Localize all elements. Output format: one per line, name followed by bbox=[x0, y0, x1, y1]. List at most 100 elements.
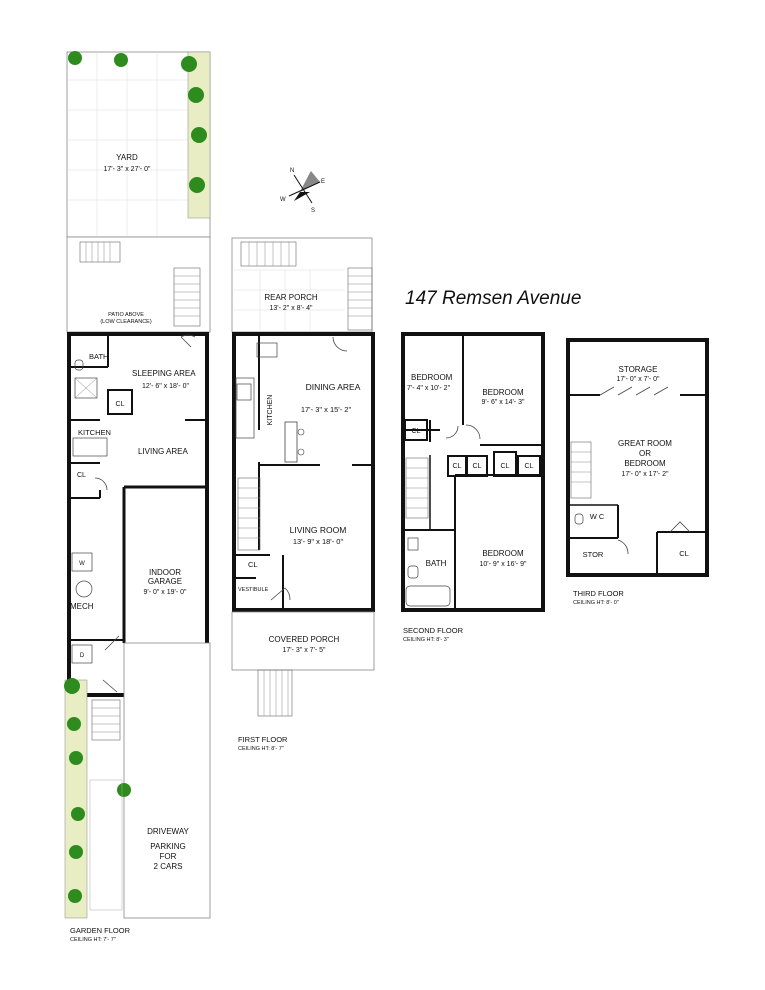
rear-porch-label: REAR PORCH bbox=[264, 293, 318, 302]
dryer-icon bbox=[71, 644, 93, 664]
rear-porch-area bbox=[231, 237, 373, 333]
sleeping-area-dimensions: 12'- 6" x 18'- 0" bbox=[142, 383, 189, 390]
patio-clearance-label: (LOW CLEARANCE) bbox=[100, 319, 152, 325]
bedroom-2-dimensions: 9'- 6" x 14'- 3" bbox=[481, 399, 525, 406]
second-closet-d bbox=[493, 451, 517, 477]
compass-north-label: N bbox=[290, 168, 294, 174]
driveway-parking-label: PARKING bbox=[150, 842, 185, 851]
garden-door-swing-3 bbox=[102, 635, 120, 693]
second-floor-walls bbox=[401, 332, 545, 612]
front-shrubs bbox=[64, 678, 131, 903]
yard-area bbox=[66, 51, 211, 238]
bedroom-3-label: BEDROOM bbox=[482, 549, 524, 558]
first-kitchen-fridge-icon bbox=[256, 342, 278, 358]
garden-floor-ceiling: CEILING HT: 7'- 7" bbox=[70, 937, 116, 943]
first-closet-label: CL bbox=[248, 560, 258, 569]
third-floor-walls bbox=[566, 338, 709, 577]
yard-dimensions: 17'- 3" x 27'- 0" bbox=[104, 166, 151, 173]
garden-closet-label: CL bbox=[77, 472, 86, 479]
garden-floor-plan: YARD 17'- 3" x 27'- 0" PATIO ABOVE (LOW … bbox=[64, 51, 211, 943]
front-planter bbox=[64, 679, 88, 919]
closet-a-label: CL bbox=[412, 428, 421, 435]
compass-west-label: W bbox=[280, 197, 286, 203]
second-bath-sink-icon bbox=[407, 537, 419, 551]
garage-dimensions: 9'- 0" x 19'- 0" bbox=[143, 589, 187, 596]
bedroom-2-label: BEDROOM bbox=[482, 388, 524, 397]
third-floor-title: THIRD FLOOR bbox=[573, 589, 624, 598]
driveway-cars-label: 2 CARS bbox=[154, 862, 183, 871]
closet-d-label: CL bbox=[501, 463, 510, 470]
driveway-for-label: FOR bbox=[160, 852, 177, 861]
yard-label: YARD bbox=[116, 153, 138, 162]
second-closet-a bbox=[404, 419, 428, 441]
first-floor-ceiling: CEILING HT: 8'- 7" bbox=[238, 746, 284, 752]
front-stair bbox=[91, 699, 121, 741]
boiler-icon bbox=[75, 580, 93, 598]
third-floor-ceiling: CEILING HT: 8'- 0" bbox=[573, 600, 619, 606]
first-kitchen-counter bbox=[235, 377, 255, 439]
yard-shrubs bbox=[68, 51, 207, 193]
garden-door-swing bbox=[180, 334, 196, 348]
garden-kitchen-counter bbox=[72, 437, 108, 457]
second-bath-toilet-icon bbox=[407, 565, 419, 579]
front-walk bbox=[89, 779, 123, 911]
second-floor-ceiling: CEILING HT: 8'- 3" bbox=[403, 637, 449, 643]
closet-e-label: CL bbox=[525, 463, 534, 470]
garage-label-2: GARAGE bbox=[148, 577, 182, 586]
patio-stair-right bbox=[173, 267, 201, 327]
dining-area-dimensions: 17'- 3" x 15'- 2" bbox=[301, 405, 352, 414]
garage-label: INDOOR bbox=[149, 568, 181, 577]
front-stoop bbox=[257, 669, 293, 717]
bedroom-3-dimensions: 10'- 9" x 16'- 9" bbox=[480, 561, 527, 568]
third-floor-door-swing bbox=[617, 521, 691, 555]
water-heater-icon bbox=[71, 552, 93, 572]
closet-b-label: CL bbox=[453, 463, 462, 470]
first-floor-door-swing-2 bbox=[270, 587, 291, 601]
garden-kitchen-label: KITCHEN bbox=[78, 428, 111, 437]
sleeping-area-label: SLEEPING AREA bbox=[132, 369, 196, 378]
second-floor-plan: BEDROOM 7'- 4" x 10'- 2" BEDROOM 9'- 6" … bbox=[401, 332, 545, 643]
third-closet-label: CL bbox=[679, 549, 689, 558]
garden-bath-shower-icon bbox=[74, 377, 98, 399]
first-floor-walls bbox=[232, 332, 375, 612]
sleeping-closet-label: CL bbox=[116, 401, 125, 408]
compass-east-label: E bbox=[321, 179, 325, 185]
dryer-label: D bbox=[80, 653, 85, 659]
first-kitchen-label: KITCHEN bbox=[267, 395, 274, 426]
storage-label: STORAGE bbox=[619, 365, 658, 374]
yard-paving-grid bbox=[67, 52, 188, 237]
dining-area-label: DINING AREA bbox=[306, 382, 361, 392]
stor-label: STOR bbox=[583, 550, 604, 559]
patio-label: PATIO ABOVE bbox=[108, 312, 144, 318]
attic-access-doors bbox=[599, 386, 669, 396]
first-floor-plan: REAR PORCH 13'- 2" x 8'- 4" KITCHEN bbox=[231, 237, 375, 752]
second-floor-title: SECOND FLOOR bbox=[403, 626, 464, 635]
garden-door-swing-2 bbox=[94, 477, 108, 491]
driveway-area bbox=[123, 642, 211, 919]
covered-porch-label: COVERED PORCH bbox=[269, 635, 340, 644]
garden-bath-label: BATH bbox=[89, 352, 108, 361]
address-title: 147 Remsen Avenue bbox=[405, 288, 581, 309]
garden-floor-title: GARDEN FLOOR bbox=[70, 926, 131, 935]
second-closet-e bbox=[517, 455, 541, 477]
driveway-label: DRIVEWAY bbox=[147, 827, 189, 836]
compass-south-label: S bbox=[311, 208, 315, 214]
kitchen-island bbox=[284, 421, 298, 463]
rear-porch-dimensions: 13'- 2" x 8'- 4" bbox=[269, 305, 313, 312]
bedroom-1-label: BEDROOM bbox=[411, 373, 453, 382]
garden-bath-toilet-icon bbox=[74, 359, 84, 371]
second-closet-c bbox=[466, 455, 488, 477]
great-room-bedroom-label: BEDROOM bbox=[624, 459, 666, 468]
water-heater-label: W bbox=[79, 561, 85, 567]
vestibule-label: VESTIBULE bbox=[238, 587, 269, 593]
mech-label: MECH bbox=[70, 602, 94, 611]
first-floor-stair bbox=[237, 477, 261, 551]
patio-stair-left bbox=[79, 241, 121, 263]
wc-toilet-icon bbox=[574, 513, 584, 525]
living-room-label: LIVING ROOM bbox=[290, 525, 347, 535]
covered-porch-dimensions: 17'- 3" x 7'- 5" bbox=[282, 647, 326, 654]
first-floor-title: FIRST FLOOR bbox=[238, 735, 288, 744]
covered-porch-area bbox=[231, 611, 375, 671]
great-room-or-label: OR bbox=[639, 449, 651, 458]
